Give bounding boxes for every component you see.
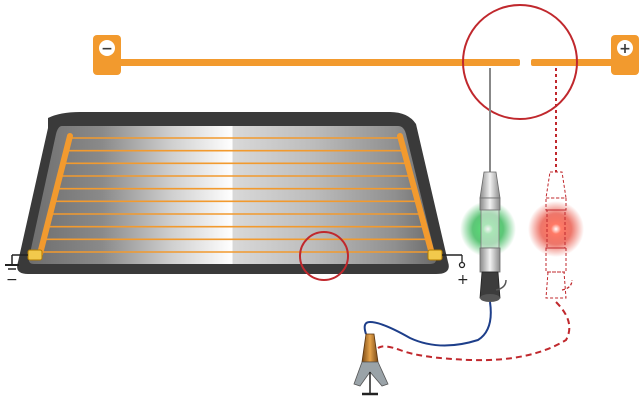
left-ground-sign: − [6,272,18,288]
busbar-left-segment [104,59,520,66]
positive-terminal: + [611,35,639,75]
alligator-clip [353,333,389,396]
heater-line-break-highlight-circle [299,231,349,281]
red-indicator-light [528,201,584,257]
positive-terminal-symbol: + [619,41,631,57]
left-connector [27,249,43,261]
negative-terminal: − [93,35,121,75]
red-test-wire [377,301,571,362]
blue-ground-wire [363,301,492,347]
left-ground-symbol: − [5,254,28,288]
busbar-right-segment [531,59,627,66]
rear-window [17,112,449,274]
right-terminal-sign: + [457,272,469,288]
test-light-probe-left [479,68,507,302]
negative-terminal-symbol: − [101,41,113,57]
right-terminal-symbol: + [442,254,469,288]
right-connector [427,249,443,261]
test-light-probe-right [545,68,573,299]
left-heater-busbar [37,133,73,257]
heater-grid-lines [40,137,432,253]
power-busbar [104,59,627,66]
window-glass [28,126,437,264]
busbar-break-highlight-circle [462,4,578,120]
right-heater-busbar [397,133,435,257]
